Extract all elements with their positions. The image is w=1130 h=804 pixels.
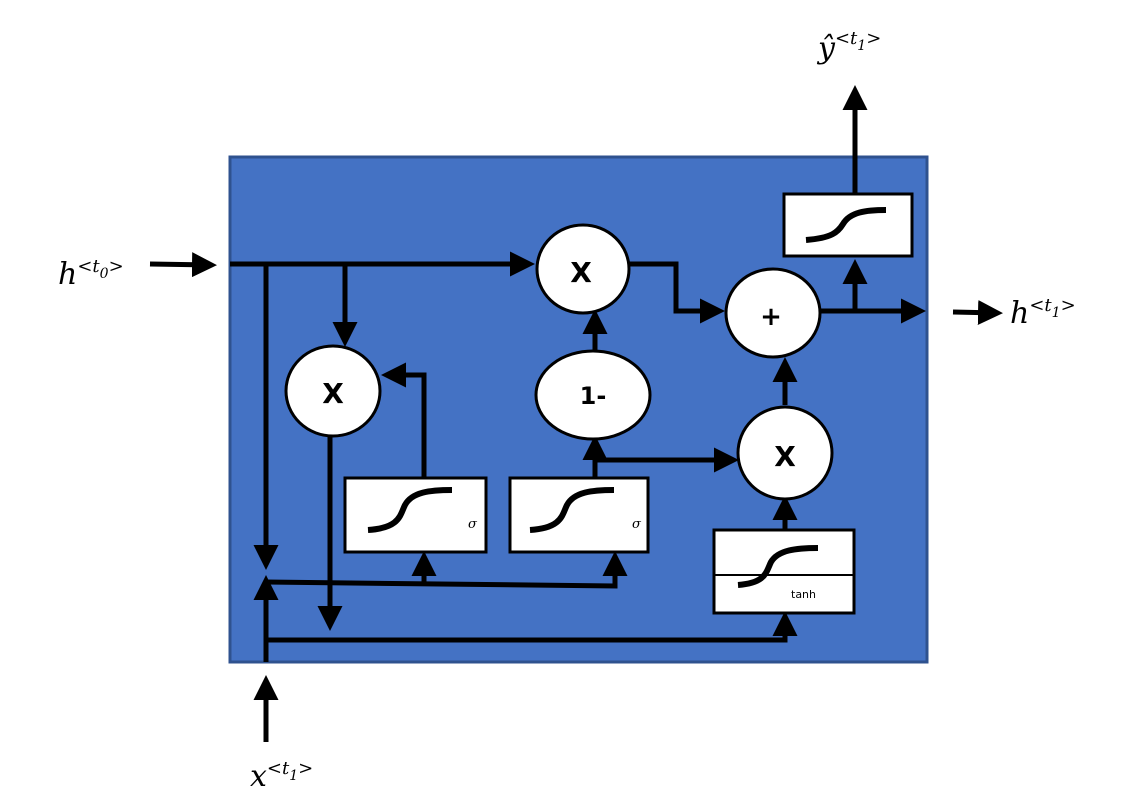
sigmoid-curve-icon (367, 487, 453, 533)
sigma-reset-to-mult (381, 362, 427, 478)
mult-candidate-label: X (774, 440, 796, 473)
mult-candidate-node (736, 405, 834, 501)
one-minus-label: 1- (580, 382, 607, 410)
mult-top-label: X (570, 256, 592, 289)
tanh-curve-icon (737, 545, 819, 588)
add-node (724, 267, 822, 359)
concat-line-to-sigma-update (265, 551, 628, 589)
h-next-label: h<t1> (1010, 295, 1076, 331)
x-label: x<t1> (250, 758, 313, 794)
sigmoid-curve-icon (805, 207, 887, 243)
tanh-label: tanh (791, 588, 816, 601)
tanh-box (712, 528, 856, 615)
sigma-update-label: σ (632, 517, 642, 532)
mult-reset-node (284, 344, 382, 438)
sigma-reset-label: σ (468, 517, 478, 532)
add-label: + (760, 302, 782, 332)
h-prev-label: h<t0> (58, 256, 124, 292)
one-minus-node (534, 349, 652, 441)
mult-reset-label: X (322, 377, 344, 410)
y-hat-label: ŷ<t1> (816, 28, 881, 66)
sigma-update-box (508, 476, 650, 554)
h-prev-arrow (149, 252, 217, 278)
mult-to-add (628, 261, 725, 324)
output-activation-box (782, 192, 914, 258)
h-next-arrow (952, 300, 1003, 326)
sigma-reset-box (343, 476, 488, 554)
mult-top-node (535, 223, 631, 315)
sigmoid-curve-icon (529, 487, 615, 533)
x-line-to-tanh (266, 611, 798, 643)
